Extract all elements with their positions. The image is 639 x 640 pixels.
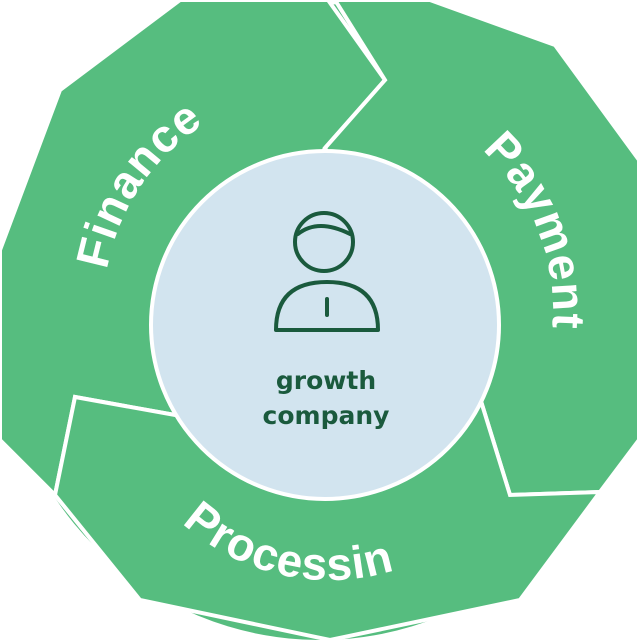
center-line-2: company xyxy=(263,401,390,430)
processing-segment[interactable] xyxy=(52,394,605,640)
center-line-1: growth xyxy=(276,366,376,395)
person-icon xyxy=(274,211,380,332)
center-circle xyxy=(149,149,501,501)
